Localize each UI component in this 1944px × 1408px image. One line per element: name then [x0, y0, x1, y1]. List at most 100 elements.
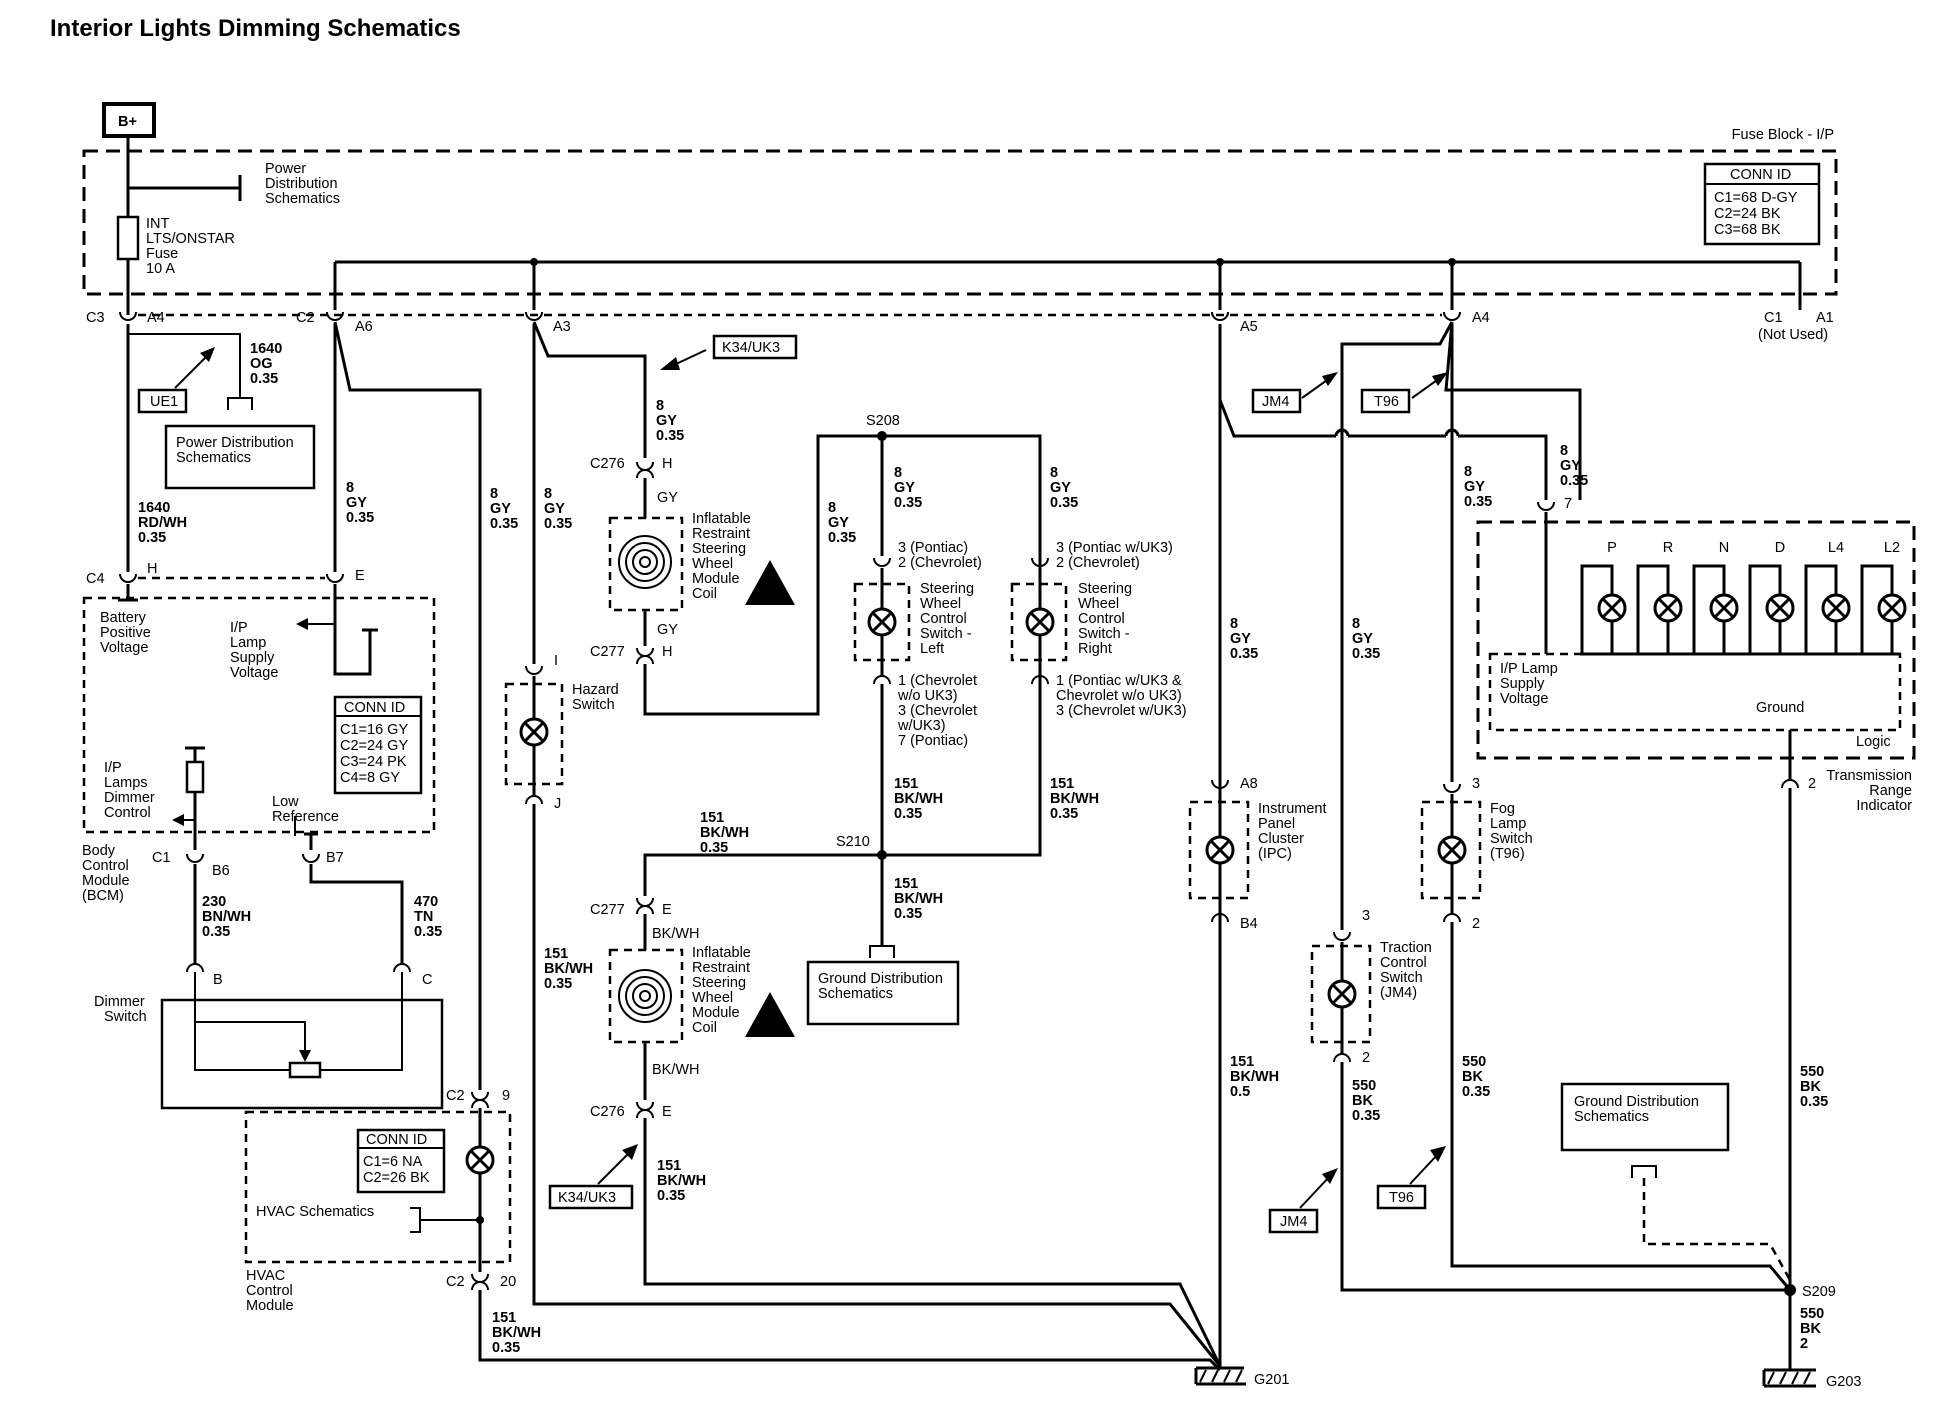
- svg-text:J: J: [554, 796, 561, 812]
- svg-text:B6: B6: [212, 863, 230, 879]
- svg-text:E: E: [662, 1104, 672, 1120]
- svg-text:Lamps: Lamps: [104, 775, 148, 791]
- svg-text:BK/WH: BK/WH: [700, 825, 749, 841]
- svg-text:GY: GY: [657, 490, 678, 506]
- svg-text:0.35: 0.35: [1352, 1108, 1380, 1124]
- svg-text:8: 8: [544, 486, 552, 502]
- svg-text:3: 3: [1472, 776, 1480, 792]
- svg-text:K34/UK3: K34/UK3: [558, 1190, 616, 1206]
- svg-text:0.35: 0.35: [138, 530, 166, 546]
- svg-text:H: H: [662, 644, 672, 660]
- svg-text:T96: T96: [1389, 1190, 1414, 1206]
- svg-text:HVAC Schematics: HVAC Schematics: [256, 1204, 374, 1220]
- svg-text:A1: A1: [1816, 310, 1834, 326]
- svg-text:BK: BK: [1800, 1321, 1821, 1337]
- svg-text:2: 2: [1800, 1336, 1808, 1352]
- svg-text:Panel: Panel: [1258, 816, 1295, 832]
- svg-text:0.35: 0.35: [490, 516, 518, 532]
- svg-text:151: 151: [894, 776, 918, 792]
- svg-text:CONN ID: CONN ID: [1730, 167, 1791, 183]
- svg-text:Indicator: Indicator: [1856, 798, 1912, 814]
- svg-text:BK/WH: BK/WH: [1230, 1069, 1279, 1085]
- svg-text:Right: Right: [1078, 641, 1112, 657]
- ground-distribution-box-right: [1560, 1082, 1730, 1152]
- svg-text:2: 2: [1472, 916, 1480, 932]
- steering-switch-right-label: Steering Wheel Control Switch - Right: [1078, 581, 1132, 657]
- svg-text:BK/WH: BK/WH: [492, 1325, 541, 1341]
- svg-text:Power Distribution: Power Distribution: [176, 435, 294, 451]
- svg-text:Body: Body: [82, 843, 116, 859]
- svg-text:Switch -: Switch -: [920, 626, 972, 642]
- clockspring-coil-upper-icon: [618, 535, 672, 589]
- svg-text:Switch: Switch: [1380, 970, 1423, 986]
- svg-text:H: H: [662, 456, 672, 472]
- svg-text:Voltage: Voltage: [100, 640, 148, 656]
- gear-label-l2: L2: [1884, 540, 1900, 556]
- svg-text:Logic: Logic: [1856, 734, 1891, 750]
- bcm-conn-id: [333, 695, 423, 795]
- hvac-conn-id: [356, 1128, 446, 1194]
- svg-text:151: 151: [1230, 1054, 1254, 1070]
- svg-text:Wheel: Wheel: [1078, 596, 1119, 612]
- svg-text:Steering: Steering: [1078, 581, 1132, 597]
- svg-text:GY: GY: [490, 501, 511, 517]
- airbag-coil-upper-label: Inflatable Restraint Steering Wheel Modu…: [692, 511, 751, 602]
- svg-text:3 (Chevrolet w/UK3): 3 (Chevrolet w/UK3): [1056, 703, 1187, 719]
- svg-text:0.35: 0.35: [1050, 806, 1078, 822]
- svg-text:Switch: Switch: [1490, 831, 1533, 847]
- svg-text:w/o UK3): w/o UK3): [897, 688, 958, 704]
- svg-text:9: 9: [502, 1088, 510, 1104]
- svg-text:INT: INT: [146, 216, 170, 232]
- svg-text:151: 151: [544, 946, 568, 962]
- airbag-coil-lower-label: Inflatable Restraint Steering Wheel Modu…: [692, 945, 751, 1036]
- svg-text:0.35: 0.35: [202, 924, 230, 940]
- hazard-lamp-icon: [519, 717, 549, 747]
- svg-text:1640: 1640: [250, 341, 282, 357]
- svg-text:UE1: UE1: [150, 394, 178, 410]
- svg-text:0.35: 0.35: [250, 371, 278, 387]
- svg-text:(Not Used): (Not Used): [1758, 327, 1828, 343]
- svg-text:8: 8: [1560, 443, 1568, 459]
- svg-text:(T96): (T96): [1490, 846, 1525, 862]
- gear-lamp-r-icon: [1653, 593, 1683, 623]
- svg-text:Module: Module: [246, 1298, 294, 1314]
- svg-text:Steering: Steering: [692, 975, 746, 991]
- svg-text:C2=24 GY: C2=24 GY: [340, 738, 408, 754]
- svg-text:G201: G201: [1254, 1372, 1289, 1388]
- svg-text:Ground Distribution: Ground Distribution: [818, 971, 943, 987]
- svg-text:Voltage: Voltage: [230, 665, 278, 681]
- svg-text:2: 2: [1362, 1050, 1370, 1066]
- svg-text:GY: GY: [1050, 480, 1071, 496]
- svg-text:LTS/ONSTAR: LTS/ONSTAR: [146, 231, 235, 247]
- fuse-block-label: Fuse Block - I/P: [1732, 127, 1834, 143]
- svg-text:Low: Low: [272, 794, 299, 810]
- gear-lamp-n-icon: [1709, 593, 1739, 623]
- svg-text:Lamp: Lamp: [230, 635, 266, 651]
- svg-text:Schematics: Schematics: [818, 986, 893, 1002]
- svg-text:S209: S209: [1802, 1284, 1836, 1300]
- svg-text:1 (Chevrolet: 1 (Chevrolet: [898, 673, 977, 689]
- airbag-warning-upper-icon: [745, 560, 795, 605]
- steering-switch-right-pins: 1 (Pontiac w/UK3 & Chevrolet w/o UK3) 3 …: [1056, 673, 1187, 719]
- svg-text:8: 8: [1352, 616, 1360, 632]
- fuse-block-conn-id: [1703, 162, 1821, 246]
- gear-lamp-l2-icon: [1877, 593, 1907, 623]
- int-lts-onstar-fuse: [116, 215, 140, 261]
- svg-text:0.35: 0.35: [894, 495, 922, 511]
- svg-text:Voltage: Voltage: [1500, 691, 1548, 707]
- airbag-warning-lower-icon: [745, 992, 795, 1037]
- svg-text:0.35: 0.35: [657, 1188, 685, 1204]
- svg-text:Battery: Battery: [100, 610, 147, 626]
- bcm-battery-voltage-label: Battery Positive Voltage: [100, 610, 151, 656]
- svg-text:Transmission: Transmission: [1826, 768, 1912, 784]
- svg-text:Switch -: Switch -: [1078, 626, 1130, 642]
- svg-text:Instrument: Instrument: [1258, 801, 1327, 817]
- svg-text:TN: TN: [414, 909, 433, 925]
- svg-text:0.35: 0.35: [1462, 1084, 1490, 1100]
- svg-text:JM4: JM4: [1280, 1214, 1307, 1230]
- svg-text:Coil: Coil: [692, 586, 717, 602]
- svg-text:A4: A4: [147, 310, 165, 326]
- svg-text:Control: Control: [1078, 611, 1125, 627]
- svg-text:GY: GY: [828, 515, 849, 531]
- svg-text:I/P Lamp: I/P Lamp: [1500, 661, 1558, 677]
